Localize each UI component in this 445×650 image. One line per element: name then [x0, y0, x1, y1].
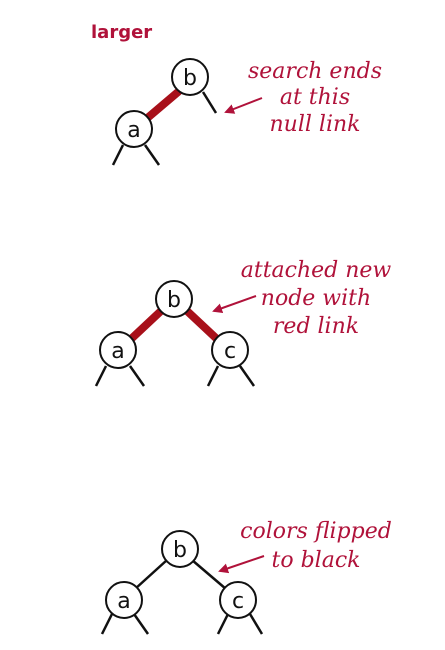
node-b: b — [171, 58, 209, 96]
node-c-label: c — [224, 339, 236, 364]
annotation-arrow — [212, 295, 257, 314]
node-b-label: b — [173, 538, 187, 563]
annotation-attached-new-node: attached new node with red link — [241, 258, 392, 339]
node-a: a — [99, 331, 137, 369]
panel-colors-flipped: b a c colors flipped to black — [100, 519, 392, 635]
node-a-label: a — [111, 339, 124, 364]
annotation-line: colors flipped — [240, 519, 392, 544]
diagram-title: larger — [91, 22, 152, 43]
null-link-a-left — [100, 613, 114, 635]
annotation-line: at this — [280, 85, 350, 110]
red-link-b-c — [182, 306, 222, 344]
annotation-line: attached new — [241, 258, 392, 283]
null-link-c-right — [238, 365, 256, 387]
node-b-label: b — [183, 66, 197, 91]
black-link-b-a — [134, 559, 168, 590]
annotation-arrow — [218, 555, 265, 574]
node-c-label: c — [232, 589, 244, 614]
annotation-line: null link — [270, 112, 361, 137]
node-a: a — [115, 110, 153, 148]
node-a-label: a — [117, 589, 130, 614]
null-link-a-right — [128, 365, 146, 387]
node-b: b — [155, 280, 193, 318]
annotation-line: search ends — [248, 59, 382, 84]
node-c: c — [211, 331, 249, 369]
annotation-line: red link — [273, 314, 359, 339]
black-link-b-c — [191, 559, 227, 590]
null-link-b-right — [201, 91, 218, 114]
null-link-a-right — [143, 144, 161, 166]
annotation-arrow — [224, 97, 263, 114]
null-link-a-right — [132, 613, 150, 635]
panel-search-ends: b a search ends at this null link — [111, 58, 382, 166]
red-link-b-a — [141, 88, 182, 124]
null-link-c-right — [248, 613, 264, 635]
null-link-c-left — [206, 365, 220, 387]
null-link-a-left — [94, 365, 108, 387]
node-a: a — [105, 581, 143, 619]
node-b-label: b — [167, 288, 181, 313]
node-c: c — [219, 581, 257, 619]
node-a-label: a — [127, 118, 140, 143]
null-link-c-left — [216, 613, 230, 635]
annotation-line: node with — [261, 286, 371, 311]
annotation-line: to black — [272, 548, 361, 573]
annotation-colors-flipped: colors flipped to black — [240, 519, 392, 573]
panel-attached-new-node: b a c attached new node with red link — [94, 258, 392, 387]
annotation-search-ends: search ends at this null link — [248, 59, 382, 137]
node-b: b — [161, 530, 199, 568]
red-link-b-a — [126, 306, 166, 344]
null-link-a-left — [111, 144, 125, 166]
